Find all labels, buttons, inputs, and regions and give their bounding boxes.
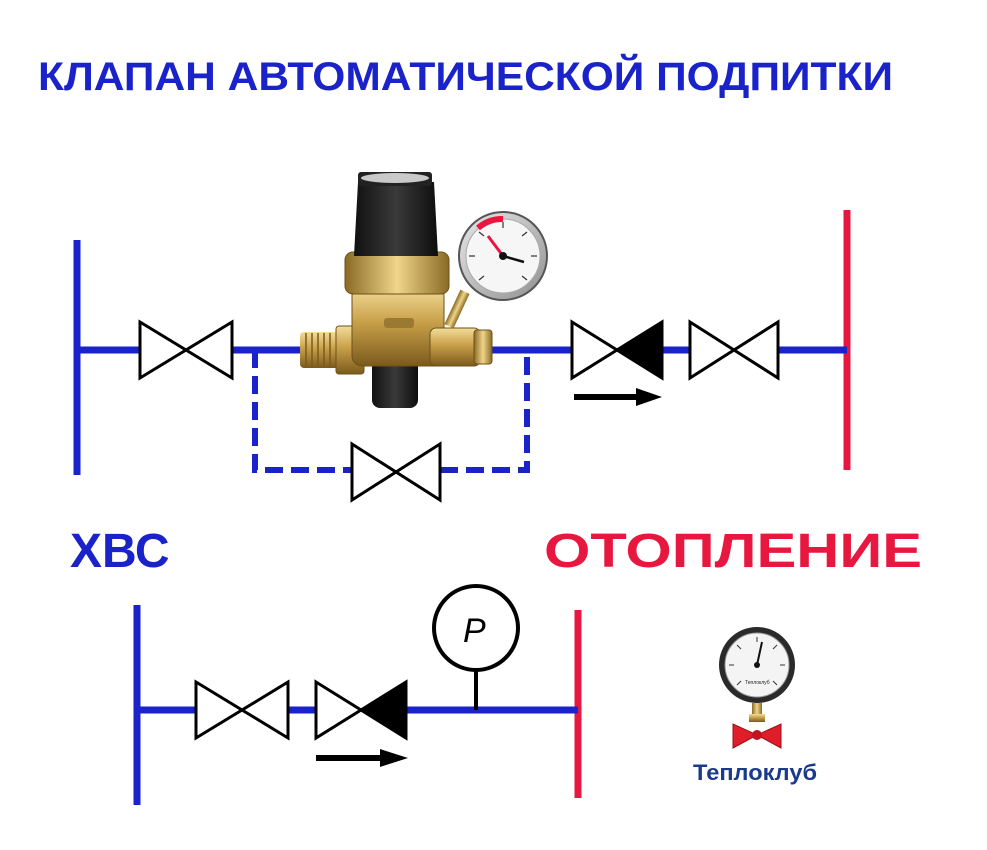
automatic-makeup-valve-image — [300, 172, 548, 408]
shutoff-valve-inlet — [138, 319, 234, 381]
check-valve-top — [570, 319, 664, 381]
bypass-line — [252, 350, 530, 473]
diagram-title: КЛАПАН АВТОМАТИЧЕСКОЙ ПОДПИТКИ — [38, 53, 893, 99]
pressure-gauge-symbol: P — [432, 584, 520, 710]
check-valve-bottom — [314, 679, 408, 741]
pressure-gauge-label: P — [463, 612, 486, 650]
pressure-gauge-icon — [458, 211, 548, 301]
shutoff-valve-bypass — [350, 441, 442, 503]
logo-text: Теплоклуб — [693, 760, 817, 785]
bottom-schematic: P — [133, 584, 582, 805]
heating-label: ОТОПЛЕНИЕ — [544, 525, 922, 578]
bow-tie-icon — [732, 723, 782, 749]
teploklub-logo: Теплоклуб Теплоклуб — [693, 627, 817, 785]
shutoff-valve-bottom — [194, 679, 290, 741]
flow-direction-arrow-bottom — [316, 749, 408, 767]
flow-direction-arrow-top — [574, 388, 662, 406]
logo-dial-text: Теплоклуб — [745, 680, 770, 686]
cold-water-label: ХВС — [70, 525, 170, 578]
shutoff-valve-outlet — [688, 319, 780, 381]
top-schematic — [73, 172, 851, 503]
